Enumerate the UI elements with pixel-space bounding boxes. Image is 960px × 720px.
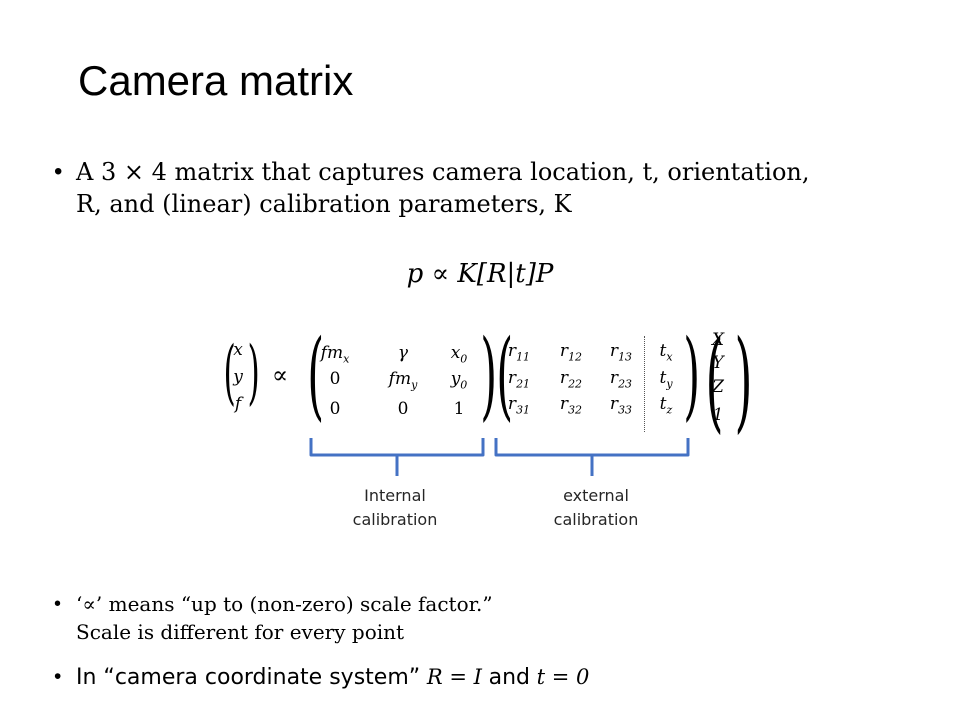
- r-23: r23: [609, 368, 633, 391]
- internal-brace: [309, 438, 485, 476]
- r-22: r22: [559, 368, 583, 391]
- bullet-dot: •: [54, 158, 63, 185]
- k-13: x0: [450, 343, 468, 366]
- k-33: 1: [453, 399, 465, 419]
- left-paren: (: [223, 331, 236, 413]
- t-x: tx: [659, 341, 673, 364]
- left-paren: (: [705, 316, 724, 444]
- r-11: r11: [507, 341, 531, 364]
- right-paren: ): [247, 331, 260, 413]
- p-X: X: [711, 330, 725, 350]
- bullet-propto-meaning: • ‘∝’ means “up to (non-zero) scale fact…: [54, 590, 493, 646]
- r-13: r13: [609, 341, 633, 364]
- p-Z: Z: [712, 377, 724, 397]
- r-31: r31: [507, 394, 531, 417]
- right-paren: ): [734, 316, 753, 444]
- p-Y: Y: [712, 353, 724, 373]
- lhs-f: f: [234, 394, 242, 414]
- bullet-text: and: [488, 665, 530, 690]
- right-paren: ): [683, 319, 701, 431]
- propto-symbol: ∝: [271, 361, 289, 389]
- k-22: fmy: [388, 369, 418, 392]
- internal-calibration-label: Internal calibration: [330, 484, 460, 532]
- k-21: 0: [329, 369, 341, 389]
- left-paren: (: [496, 319, 514, 431]
- r-21: r21: [507, 368, 531, 391]
- k-12: γ: [397, 343, 409, 363]
- left-paren: (: [307, 319, 325, 431]
- label-line: calibration: [553, 510, 639, 529]
- bullet-line-1: A 3 × 4 matrix that captures camera loca…: [76, 158, 810, 186]
- lhs-x: x: [233, 340, 243, 360]
- k-31: 0: [329, 399, 341, 419]
- r-32: r32: [559, 394, 583, 417]
- label-line: Internal: [364, 486, 426, 505]
- projection-equation: p ∝ K[R|t]P: [406, 259, 554, 289]
- bullet-dot: •: [54, 665, 62, 688]
- external-brace: [494, 438, 690, 476]
- t-z: tz: [659, 394, 673, 417]
- bullet-line-2: Scale is different for every point: [76, 620, 405, 644]
- bullet-line-1: ‘∝’ means “up to (non-zero) scale factor…: [76, 592, 493, 616]
- right-paren: ): [480, 319, 498, 431]
- bullet-line-2: R, and (linear) calibration parameters, …: [76, 190, 572, 218]
- bullet-math: t = 0: [536, 665, 590, 689]
- bullet-text: In “camera coordinate system”: [76, 665, 421, 690]
- bullet-math: R = I: [426, 665, 482, 689]
- r-33: r33: [609, 394, 633, 417]
- k-23: y0: [450, 369, 468, 392]
- p-1: 1: [712, 405, 724, 425]
- t-y: ty: [659, 368, 673, 391]
- slide-title: Camera matrix: [78, 57, 354, 104]
- lhs-y: y: [233, 367, 243, 387]
- bullet-dot: •: [54, 593, 62, 615]
- label-line: external: [563, 486, 629, 505]
- bullet-camera-coordinate-system: • In “camera coordinate system” R = I an…: [54, 662, 590, 693]
- external-calibration-label: external calibration: [531, 484, 661, 532]
- augment-divider: [644, 336, 645, 432]
- bullet-camera-matrix: • A 3 × 4 matrix that captures camera lo…: [54, 156, 810, 220]
- k-11: fmx: [320, 343, 350, 366]
- r-12: r12: [559, 341, 583, 364]
- label-line: calibration: [352, 510, 438, 529]
- k-32: 0: [397, 399, 409, 419]
